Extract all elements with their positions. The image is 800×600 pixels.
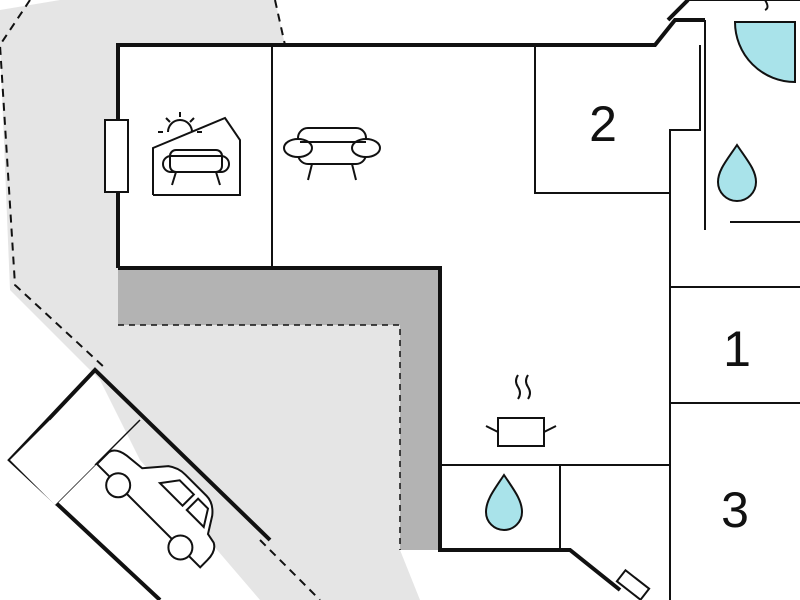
water-drop-icon <box>484 473 524 531</box>
terrace-boundary <box>274 0 286 46</box>
house-interior <box>118 22 800 600</box>
covered-terrace <box>118 268 440 550</box>
water-drop-icon <box>716 143 758 202</box>
room-number-2: 2 <box>589 96 617 152</box>
covered-terrace-edge <box>118 324 401 550</box>
terrace-boundary-bottom <box>259 539 321 600</box>
terrace-boundary-left <box>0 0 106 369</box>
vent <box>615 568 651 600</box>
room-number-3: 3 <box>721 482 749 538</box>
shower-icon <box>733 0 796 84</box>
interior-walls <box>271 0 800 600</box>
car-icon <box>95 449 216 569</box>
window <box>104 119 129 193</box>
armchair-icon <box>283 127 381 181</box>
room-number-1: 1 <box>723 321 751 377</box>
cooking-pot-icon <box>485 374 557 447</box>
sun-sofa-icon <box>152 112 241 196</box>
